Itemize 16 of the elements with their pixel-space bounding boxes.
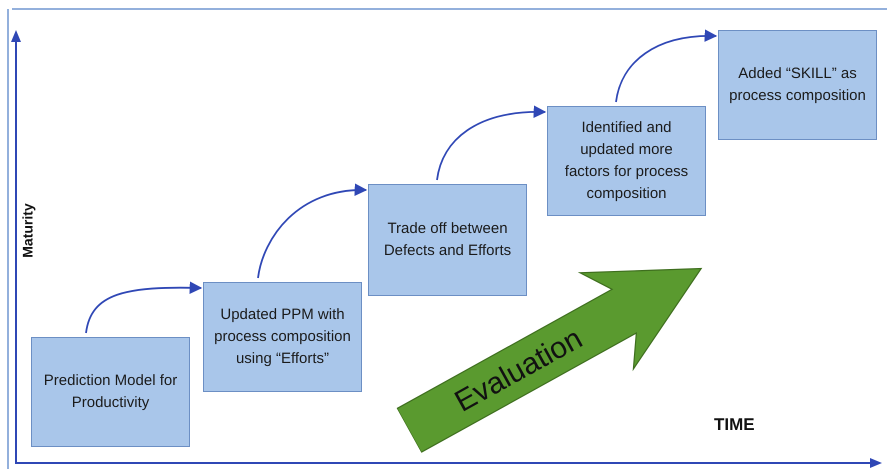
step-box [368, 184, 527, 296]
step-text: Added “SKILL” as process composition [728, 64, 867, 106]
curved-arrow [85, 282, 202, 334]
step-text: Identified and updated more factors for process composition [564, 118, 690, 204]
curved-arrow [615, 30, 718, 102]
step-box [203, 282, 362, 392]
curved-arrow [436, 106, 546, 180]
step-text: Prediction Model for Productivity [42, 371, 178, 413]
curved-arrow [257, 184, 368, 278]
step-box [718, 30, 877, 140]
step-box [31, 337, 190, 447]
step-text: Trade off between Defects and Efforts [382, 219, 512, 261]
axis-label: TIME [714, 414, 755, 436]
axis-label: Maturity [18, 202, 36, 258]
step-box [547, 106, 706, 216]
step-text: Updated PPM with process composition using “Efforts” [213, 305, 352, 369]
